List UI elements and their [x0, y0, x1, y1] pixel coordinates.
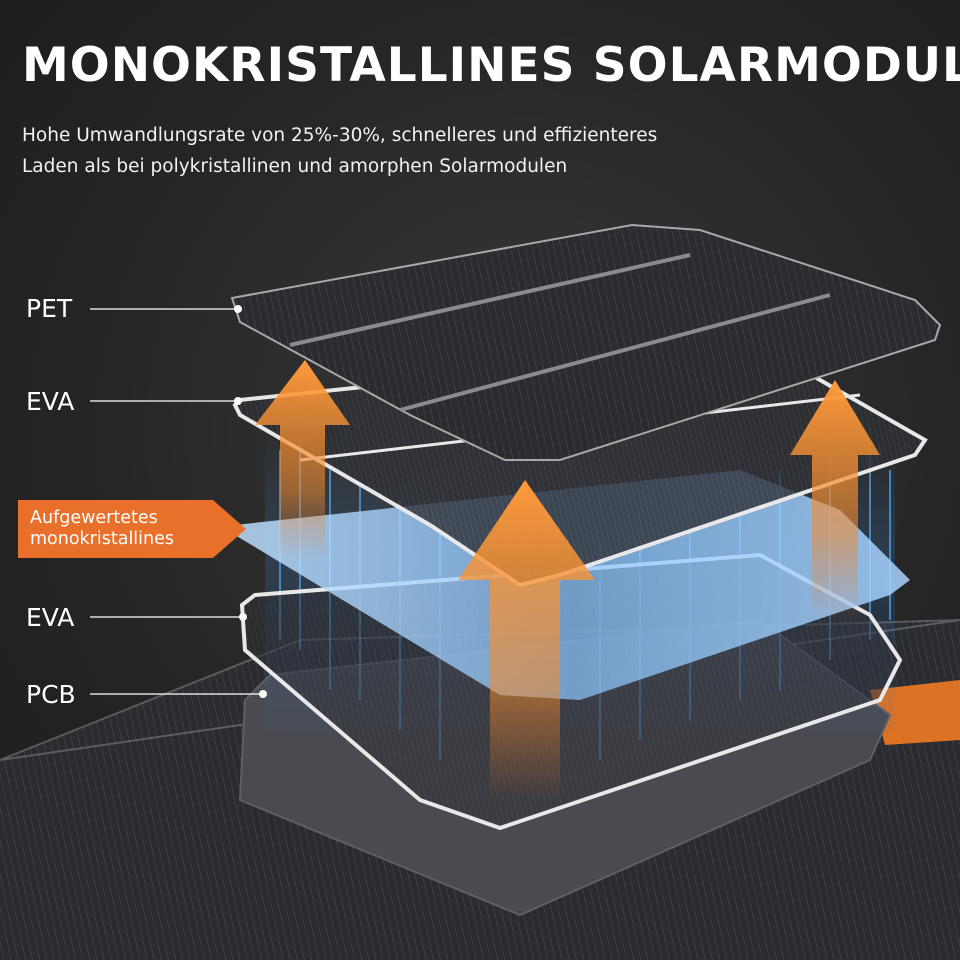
pet-layer: [230, 223, 942, 461]
monocrystalline-cell-layer: [235, 470, 910, 700]
page-subtitle: Hohe Umwandlungsrate von 25%-30%, schnel…: [22, 120, 922, 182]
subtitle-line-1: Hohe Umwandlungsrate von 25%-30%, schnel…: [22, 125, 658, 146]
callout-line-2: monokristallines: [30, 529, 175, 549]
upward-arrow-icon: [458, 480, 595, 800]
leader-lines: [90, 305, 267, 698]
callout-line-1: Aufgewertetes: [30, 508, 158, 528]
upward-arrow-icon: [255, 360, 350, 560]
callout-arrow-shape: [18, 500, 246, 558]
page-title: MONOKRISTALLINES SOLARMODUL: [22, 38, 960, 93]
upward-arrow-icon: [790, 380, 880, 620]
label-pcb: PCB: [26, 680, 76, 709]
subtitle-line-2: Laden als bei polykristallinen und amorp…: [22, 156, 568, 177]
label-pet: PET: [26, 294, 73, 323]
label-eva-bottom: EVA: [26, 603, 75, 632]
label-monocrystalline-callout: Aufgewertetes monokristallines: [18, 500, 246, 558]
label-eva-top: EVA: [26, 387, 75, 416]
